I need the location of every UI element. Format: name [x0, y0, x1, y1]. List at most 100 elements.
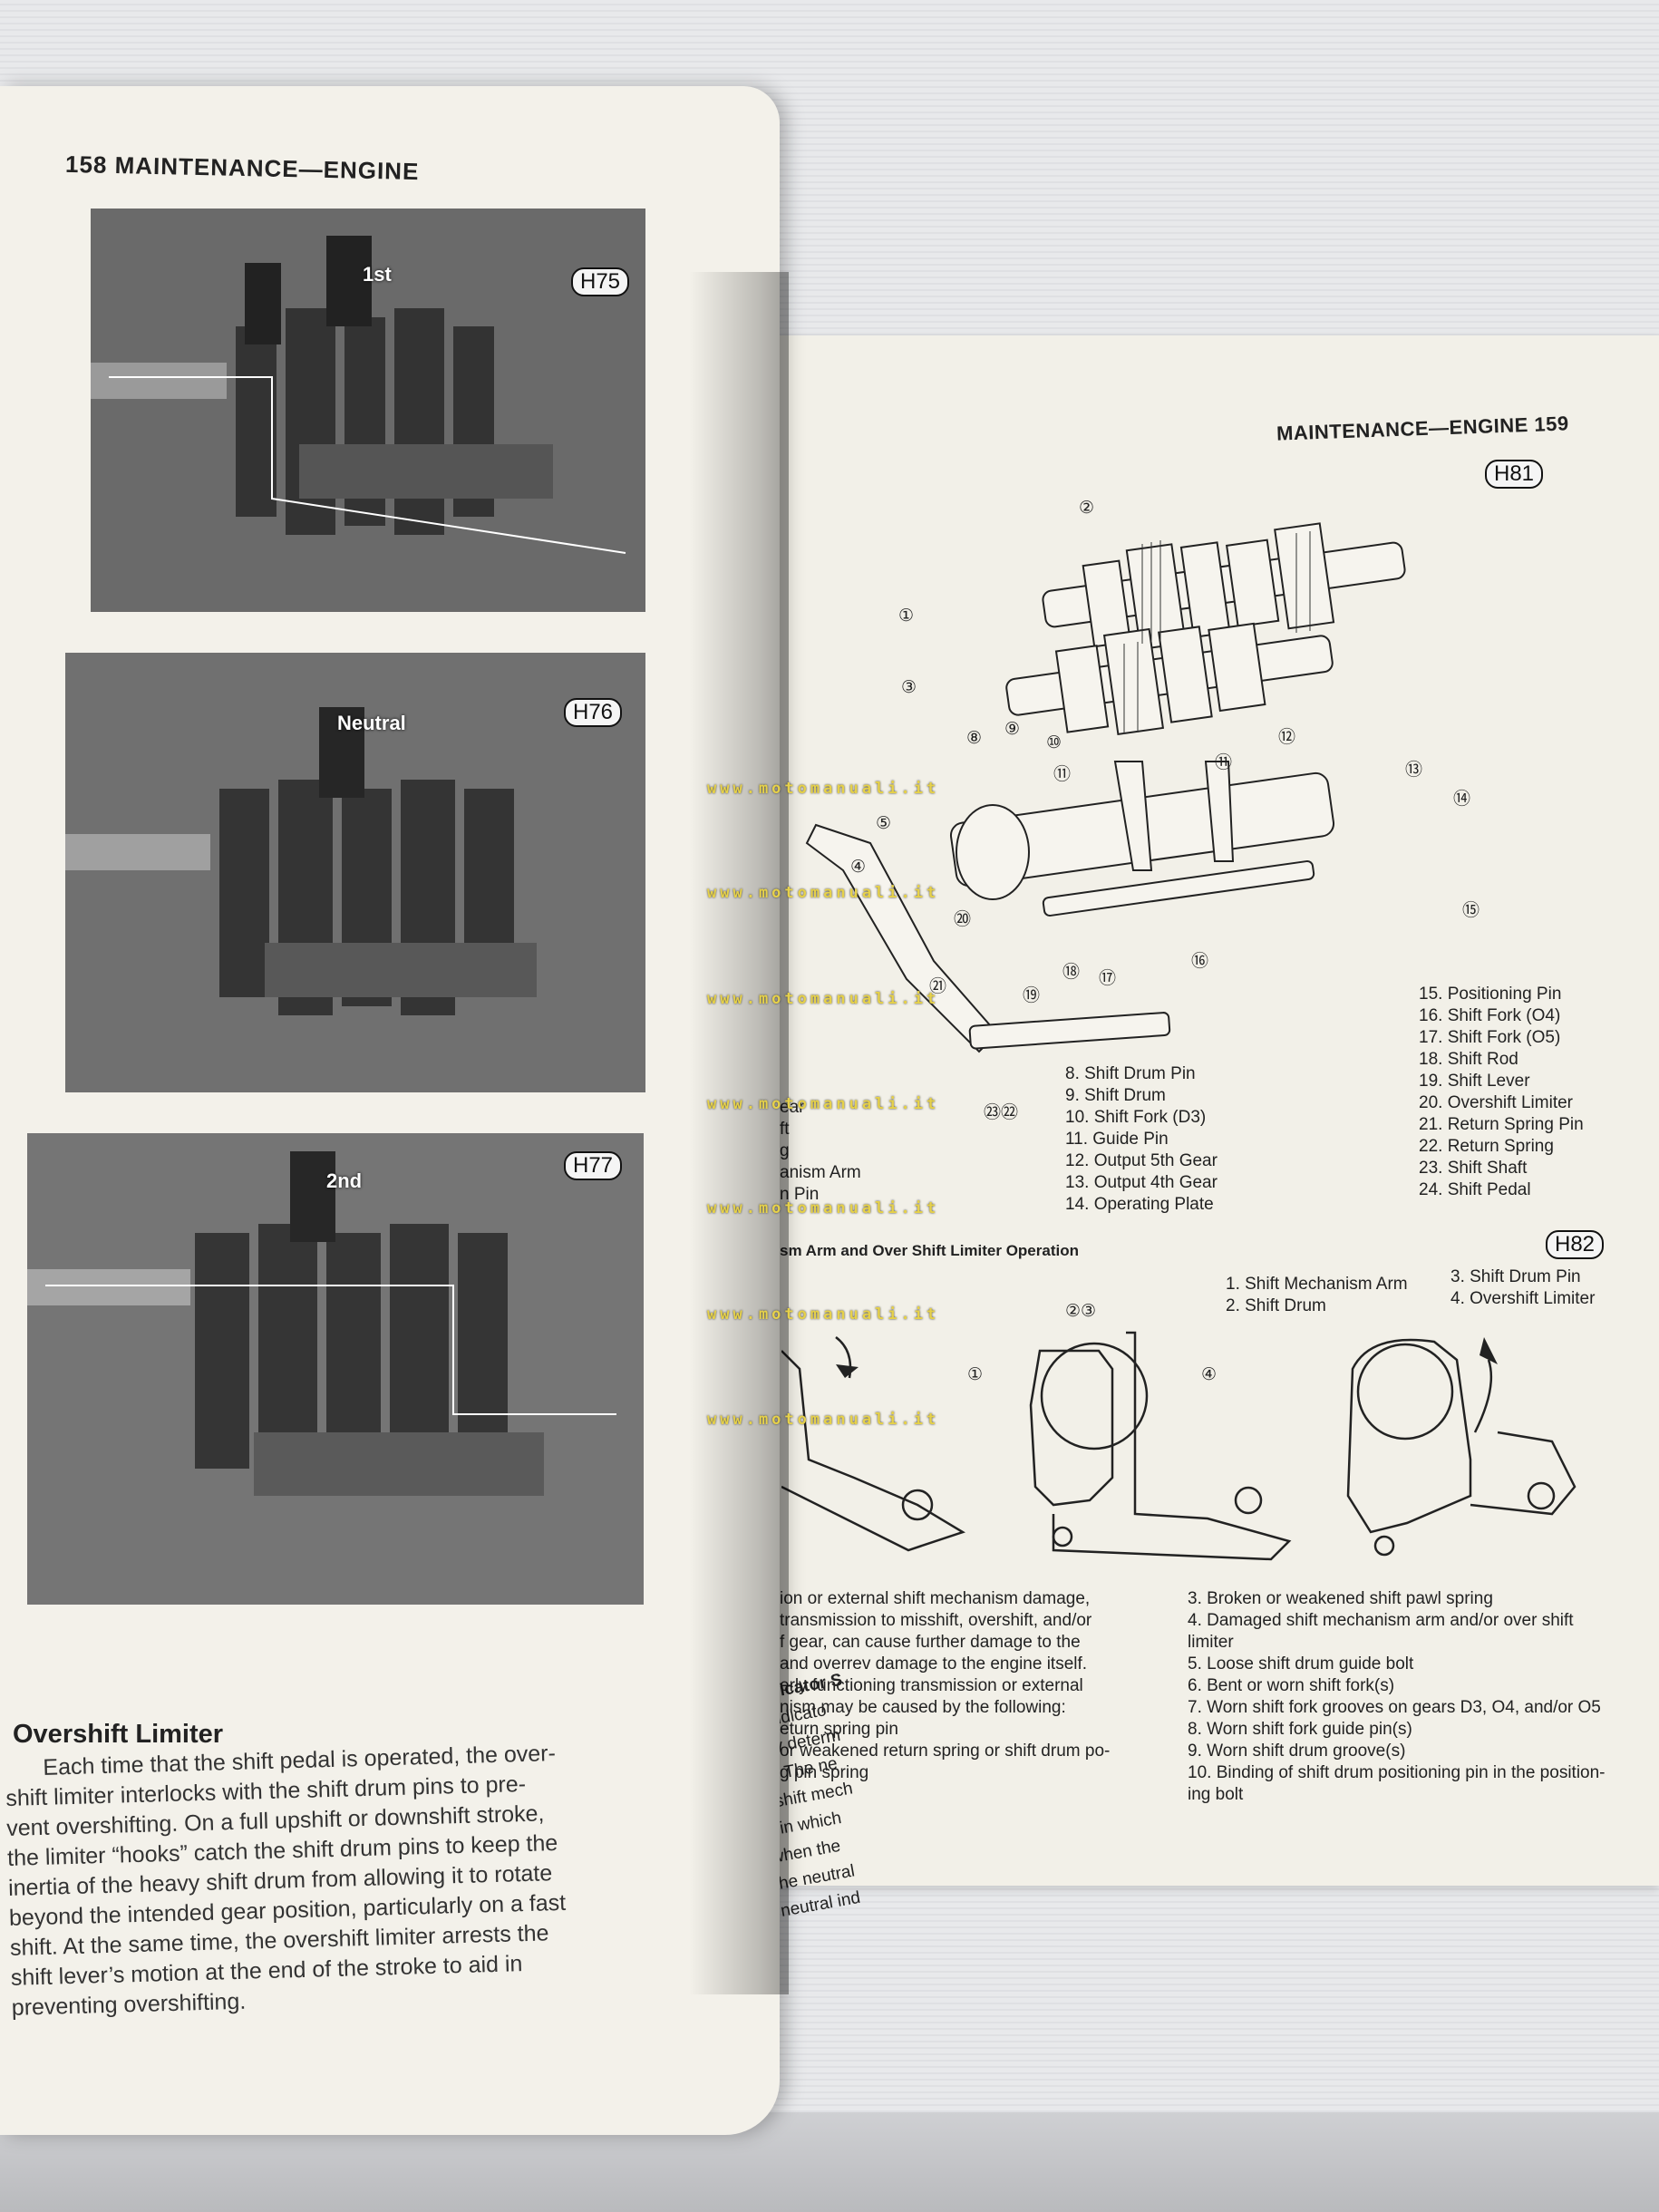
legend-item: 19. Shift Lever — [1419, 1072, 1530, 1091]
legend-item: 16. Shift Fork (O4) — [1419, 1006, 1561, 1025]
legend-item: 1. Shift Mechanism Arm — [1226, 1275, 1408, 1294]
cause-item: 5. Loose shift drum guide bolt — [1188, 1654, 1414, 1674]
text-line: ion or external shift mechanism damage, — [780, 1589, 1091, 1608]
fig2-callout-1: ① — [967, 1365, 984, 1384]
callout-8: ⑧ — [966, 729, 983, 748]
callout-13: ⑬ — [1405, 761, 1423, 780]
watermark: www.motomanuali.it — [707, 1199, 940, 1218]
legend-item: 3. Shift Drum Pin — [1450, 1267, 1581, 1286]
figure-tag-h75: H75 — [571, 267, 630, 296]
cause-item: limiter — [1188, 1633, 1234, 1652]
gear-photo-h75-drawing — [91, 209, 645, 612]
callout-20: ⑳ — [954, 910, 972, 929]
gear-position-label: 1st — [363, 263, 392, 286]
text-line: erly functioning transmission or externa… — [780, 1676, 1083, 1695]
cause-item: 7. Worn shift fork grooves on gears D3, … — [1188, 1698, 1601, 1717]
causes-list: 3. Broken or weakened shift pawl spring … — [1188, 1588, 1606, 1806]
callout-5: ⑤ — [876, 814, 892, 833]
watermark: www.motomanuali.it — [707, 780, 940, 798]
legend-item: 24. Shift Pedal — [1419, 1180, 1531, 1199]
legend-item: 2. Shift Drum — [1226, 1296, 1326, 1315]
legend-item: 21. Return Spring Pin — [1419, 1115, 1584, 1134]
page-gutter-shadow — [689, 272, 789, 1994]
text-line: g pin spring — [780, 1763, 869, 1782]
text-line: eturn spring pin — [780, 1720, 898, 1739]
callout-4: ④ — [850, 858, 867, 877]
overshift-limiter-diagram — [781, 1331, 1577, 1561]
cause-item: 9. Worn shift drum groove(s) — [1188, 1741, 1406, 1761]
text-line: f gear, can cause further damage to the — [780, 1633, 1081, 1652]
legend-partial-item: n Pin — [780, 1185, 820, 1204]
cause-item: 4. Damaged shift mechanism arm and/or ov… — [1188, 1611, 1574, 1630]
gear-photo-h76: Neutral H76 — [65, 653, 645, 1092]
watermark: www.motomanuali.it — [707, 1411, 940, 1429]
legend-item: 8. Shift Drum Pin — [1065, 1064, 1196, 1083]
text-line: or weakened return spring or shift drum … — [780, 1741, 1111, 1761]
legend-item: 20. Overshift Limiter — [1419, 1093, 1573, 1112]
fig2-legend-right: 3. Shift Drum Pin 4. Overshift Limiter — [1450, 1266, 1595, 1310]
legend-item: 10. Shift Fork (D3) — [1065, 1108, 1207, 1127]
figure-tag-h77: H77 — [564, 1151, 623, 1180]
cause-item: ing bolt — [1188, 1785, 1244, 1804]
cause-item: 6. Bent or worn shift fork(s) — [1188, 1676, 1395, 1695]
callout-11-a: ⑪ — [1053, 765, 1072, 784]
callout-22-23: ㉓㉒ — [984, 1103, 1019, 1122]
cause-item: 8. Worn shift fork guide pin(s) — [1188, 1720, 1412, 1739]
fig2-callout-2-3: ②③ — [1065, 1302, 1097, 1321]
legend-partial-item: g — [780, 1140, 861, 1162]
legend-item: 4. Overshift Limiter — [1450, 1289, 1596, 1308]
legend-item: 23. Shift Shaft — [1419, 1159, 1528, 1178]
callout-16: ⑯ — [1191, 952, 1209, 971]
gear-position-label: Neutral — [337, 712, 406, 734]
legend-partial-item: ear — [780, 1098, 805, 1117]
callout-18: ⑱ — [1062, 963, 1081, 982]
fig2-legend-left: 1. Shift Mechanism Arm 2. Shift Drum — [1226, 1274, 1408, 1317]
legend-item: 18. Shift Rod — [1419, 1050, 1518, 1069]
legend-item: 15. Positioning Pin — [1419, 985, 1562, 1004]
callout-11-b: ⑪ — [1215, 753, 1233, 772]
gear-photo-h76-drawing — [65, 653, 645, 1092]
figure-tag-h82: H82 — [1546, 1230, 1605, 1259]
cause-item: 3. Broken or weakened shift pawl spring — [1188, 1589, 1493, 1608]
text-line: nism may be caused by the following: — [780, 1698, 1066, 1717]
callout-10: ⑩ — [1046, 733, 1062, 752]
section-title: Overshift Limiter — [13, 1720, 224, 1749]
section-body: Each time that the shift pedal is operat… — [5, 1739, 568, 2023]
callout-9: ⑨ — [1004, 720, 1021, 739]
text-line: and overrev damage to the engine itself. — [780, 1654, 1088, 1674]
watermark: www.motomanuali.it — [707, 990, 940, 1008]
legend-item: 12. Output 5th Gear — [1065, 1151, 1218, 1170]
watermark: www.motomanuali.it — [707, 1095, 940, 1113]
watermark: www.motomanuali.it — [707, 1305, 940, 1324]
callout-17: ⑰ — [1099, 969, 1117, 988]
legend-item: 11. Guide Pin — [1065, 1130, 1169, 1149]
figure-tag-h81: H81 — [1485, 460, 1544, 489]
legend-item: 22. Return Spring — [1419, 1137, 1554, 1156]
fig2-callout-4: ④ — [1201, 1365, 1218, 1384]
legend-item: 14. Operating Plate — [1065, 1195, 1214, 1214]
legend-mid: 8. Shift Drum Pin 9. Shift Drum 10. Shif… — [1065, 1063, 1218, 1216]
figure-tag-h76: H76 — [564, 698, 623, 727]
gear-photo-h77: 2nd H77 — [27, 1133, 644, 1605]
figure-caption-h82: sm Arm and Over Shift Limiter Operation — [780, 1242, 1079, 1259]
callout-15: ⑮ — [1462, 901, 1480, 920]
callout-3: ③ — [901, 678, 917, 697]
gear-photo-h77-drawing — [27, 1133, 644, 1605]
callout-1: ① — [898, 606, 915, 626]
callout-19: ⑲ — [1023, 986, 1041, 1005]
legend-item: 13. Output 4th Gear — [1065, 1173, 1218, 1192]
legend-item: 9. Shift Drum — [1065, 1086, 1166, 1105]
legend-partial-item: anism Arm — [780, 1163, 861, 1182]
callout-21: ㉑ — [929, 977, 947, 996]
text-line: transmission to misshift, overshift, and… — [780, 1611, 1092, 1630]
legend-right: 15. Positioning Pin 16. Shift Fork (O4) … — [1419, 984, 1584, 1201]
cause-item: 10. Binding of shift drum positioning pi… — [1188, 1763, 1606, 1782]
callout-14: ⑭ — [1453, 790, 1471, 809]
right-partial-paragraph: ion or external shift mechanism damage, … — [780, 1588, 1142, 1784]
gear-photo-h75: 1st H75 — [91, 209, 645, 612]
gear-position-label: 2nd — [326, 1169, 363, 1192]
legend-partial-item: ft — [780, 1119, 861, 1140]
legend-partial: ear ft g anism Arm n Pin — [780, 1097, 861, 1206]
shift-mechanism-diagram — [805, 522, 1406, 1053]
watermark: www.motomanuali.it — [707, 884, 940, 902]
